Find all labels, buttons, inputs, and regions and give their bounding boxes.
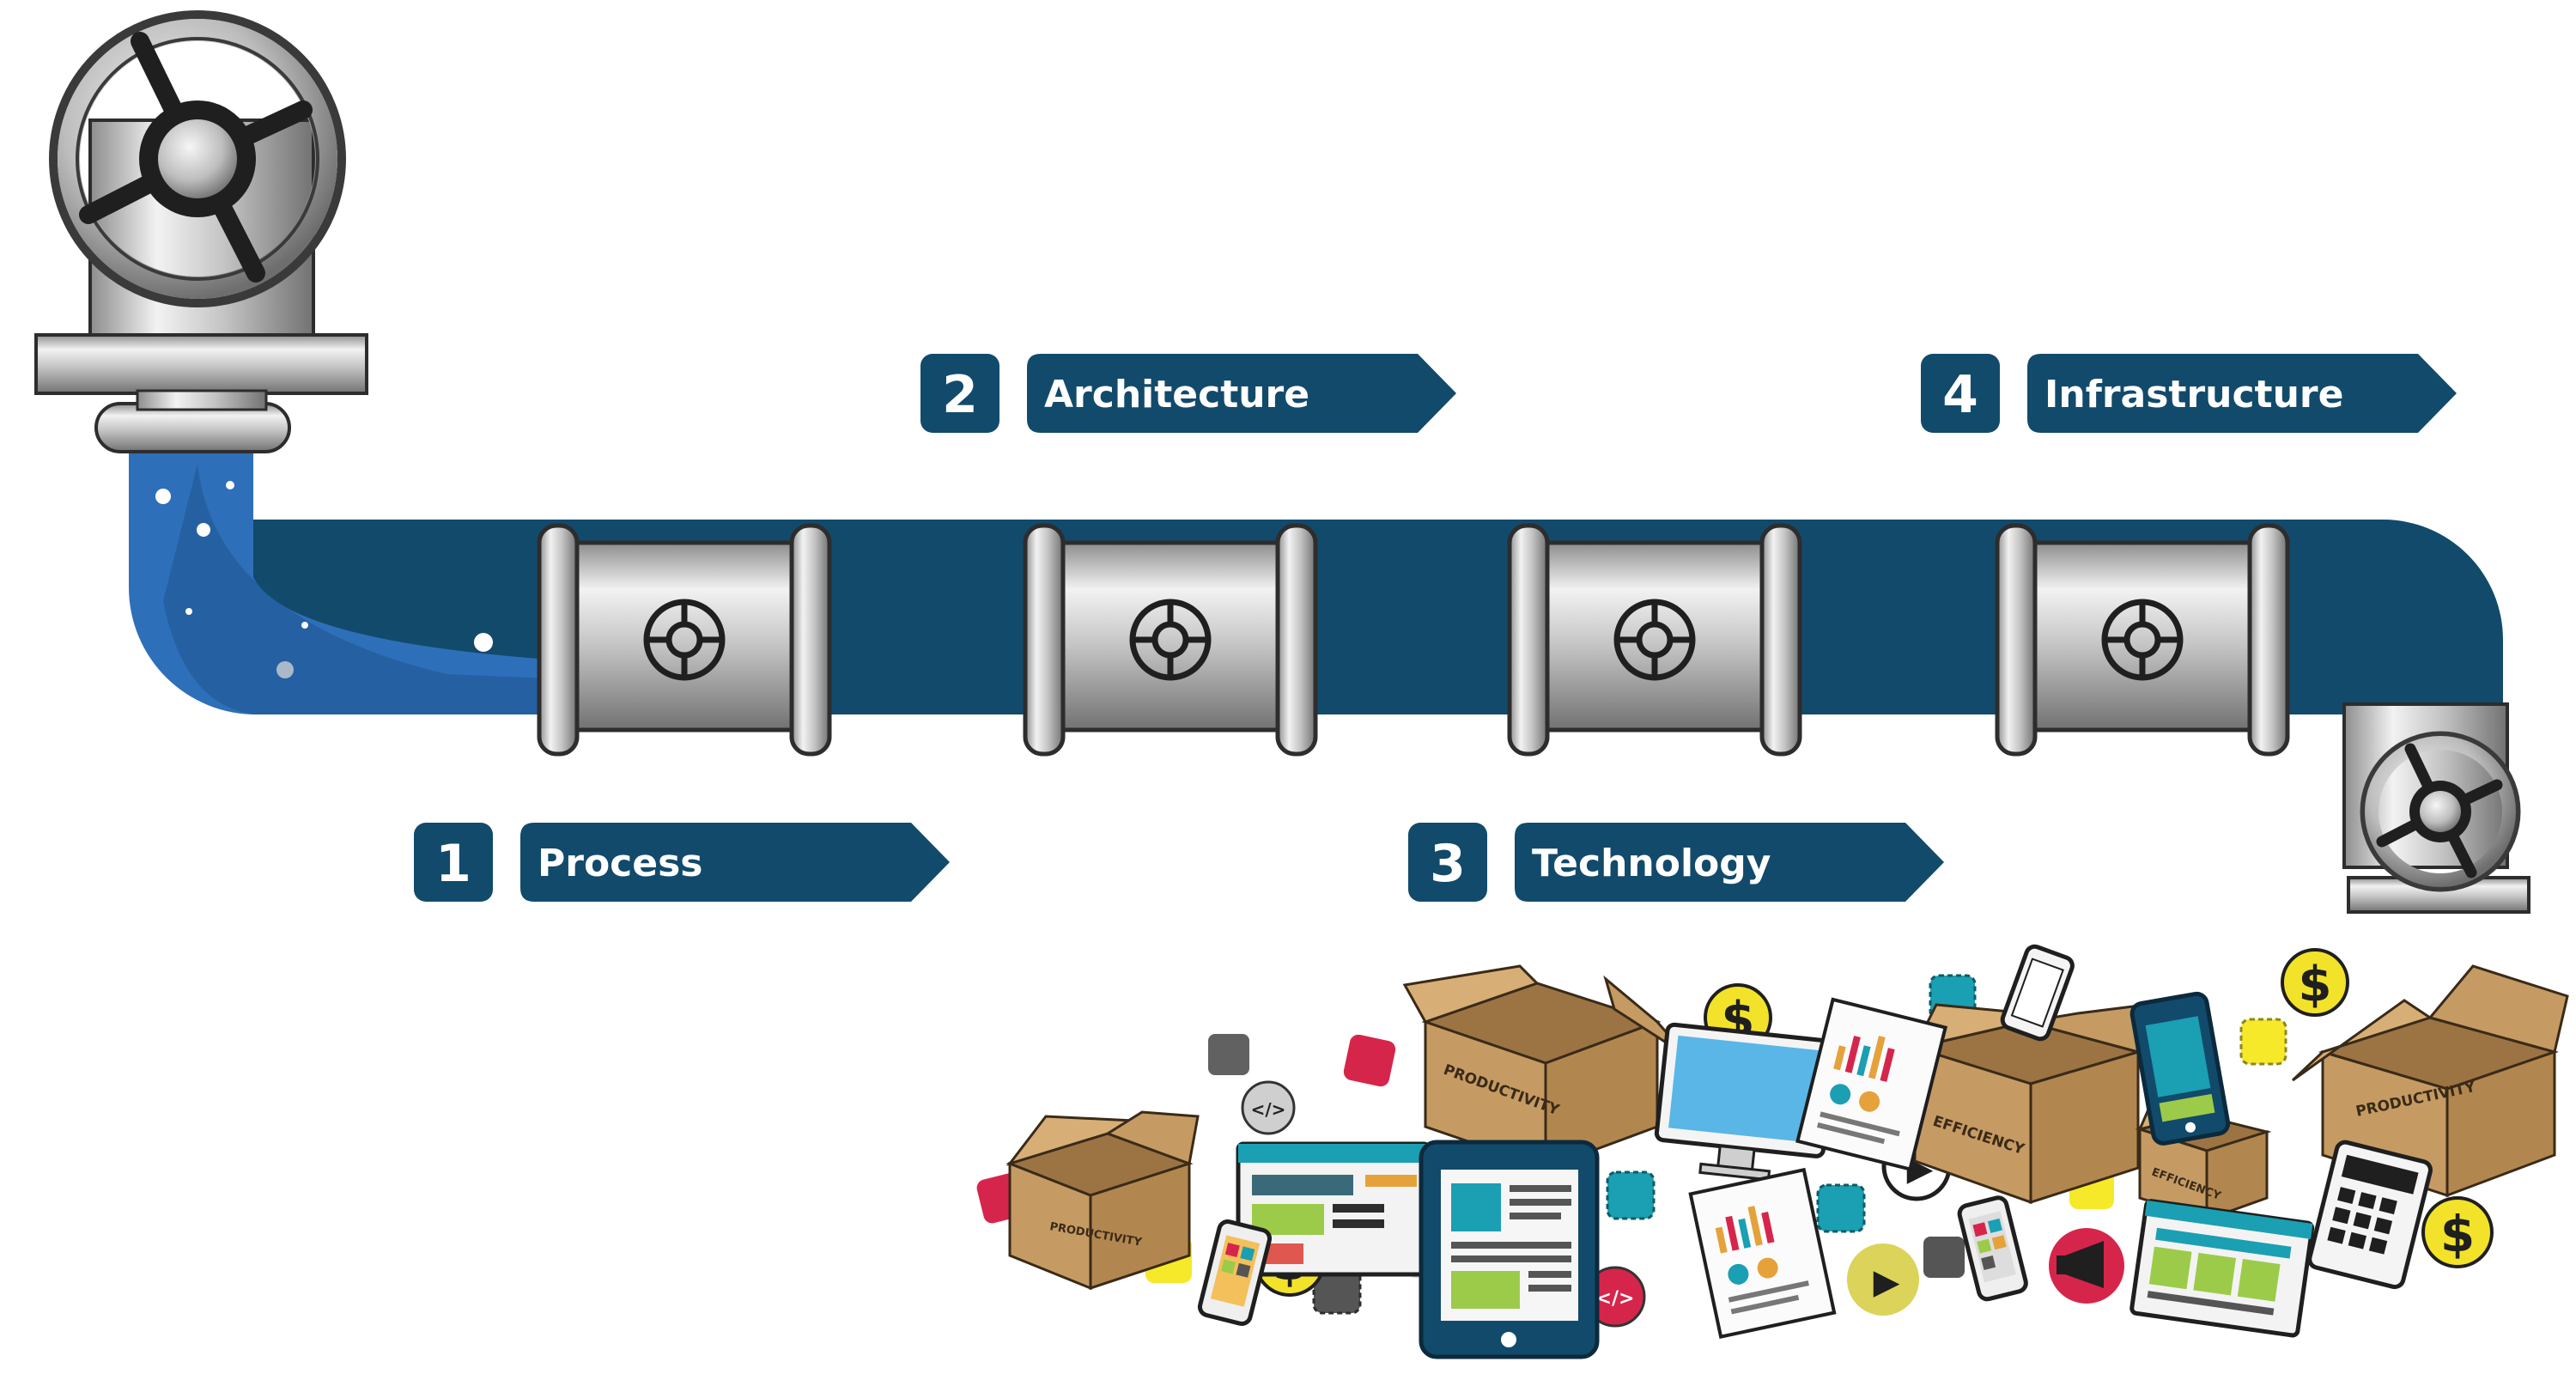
bubble xyxy=(155,489,171,504)
svg-text:</>: </> xyxy=(1251,1099,1286,1120)
teal-square-icon xyxy=(1816,1183,1866,1233)
yellow-square-icon xyxy=(2239,1018,2287,1066)
stage-label: 3 Technology xyxy=(1408,823,1944,902)
stage-arrow-banner xyxy=(1027,354,1456,433)
bubble xyxy=(276,661,294,678)
bubble xyxy=(185,608,192,615)
stage-label-text: Infrastructure xyxy=(2044,373,2343,416)
code-icon: </> xyxy=(1584,1266,1646,1328)
stage-labels: 1 Process 2 Architecture 3 Technology 4 Infrast… xyxy=(414,354,2457,902)
stage-label: 2 Architecture xyxy=(920,354,1456,433)
pipe-connector xyxy=(1023,523,1318,757)
stage-number-badge xyxy=(920,354,999,433)
gray-square-icon xyxy=(1923,1237,1965,1278)
crosshair-icon xyxy=(1613,599,1696,681)
megaphone-icon xyxy=(2049,1228,2124,1304)
bubble xyxy=(197,523,210,537)
report-document-icon xyxy=(1688,1167,1837,1340)
svg-text:</>: </> xyxy=(1596,1288,1635,1310)
stage-number: 1 xyxy=(435,834,471,894)
phone-icon xyxy=(2000,944,2075,1042)
browser-window-icon xyxy=(1236,1141,1431,1277)
crosshair-icon xyxy=(643,599,726,681)
calculator-icon xyxy=(2307,1140,2433,1290)
bubble xyxy=(474,633,493,652)
pipe-connector xyxy=(1507,523,1802,757)
crosshair-icon xyxy=(1129,599,1212,681)
phone-icon xyxy=(1957,1195,2028,1302)
monitor-icon xyxy=(1654,1022,1837,1182)
bubble xyxy=(226,481,234,489)
productivity-box: PRODUCTIVITY xyxy=(1402,964,1689,1170)
pipe-segments xyxy=(537,523,2290,757)
dollar-coin-icon: $ xyxy=(2281,948,2349,1017)
stage-number: 4 xyxy=(1942,365,1978,425)
stage-label: 4 Infrastructure xyxy=(1921,354,2457,433)
stage-label-text: Technology xyxy=(1532,842,1771,885)
stage-arrow-banner xyxy=(520,823,950,902)
svg-text:$: $ xyxy=(2299,957,2332,1012)
svg-text:▶: ▶ xyxy=(1874,1262,1900,1302)
phone-icon xyxy=(1197,1219,1273,1326)
code-icon: </> xyxy=(1241,1080,1296,1135)
stage-number: 3 xyxy=(1430,834,1466,894)
tablet-icon xyxy=(1419,1140,1600,1359)
stage-number-badge xyxy=(1408,823,1487,902)
stage-arrow-banner xyxy=(2027,354,2457,433)
red-square-icon xyxy=(1343,1034,1396,1087)
gray-square-icon xyxy=(1208,1034,1249,1075)
efficiency-box: EFFICIENCY xyxy=(1910,1003,2148,1205)
pipe-connector xyxy=(1995,523,2290,757)
crosshair-icon xyxy=(2101,599,2184,681)
pipe-connector xyxy=(537,523,832,757)
svg-text:$: $ xyxy=(2440,1205,2475,1263)
water-flow xyxy=(129,447,550,715)
stage-number-badge xyxy=(1921,354,2000,433)
icon-cluster: </> </> ▶ ▶ $ $ xyxy=(976,944,2569,1359)
bubble xyxy=(301,622,308,629)
play-icon: ▶ xyxy=(1847,1243,1919,1316)
smartphone-icon xyxy=(2129,991,2231,1146)
gray-square-icon xyxy=(1312,1265,1362,1315)
stage-label-text: Architecture xyxy=(1044,373,1309,416)
report-document-icon xyxy=(1795,997,1948,1171)
stage-number-badge xyxy=(414,823,493,902)
stage-number: 2 xyxy=(942,365,978,425)
browser-window-icon xyxy=(2129,1199,2315,1338)
stage-label-text: Process xyxy=(538,842,702,885)
inlet-valve xyxy=(34,10,368,453)
teal-square-icon xyxy=(1606,1170,1656,1220)
dollar-coin-icon: $ xyxy=(2421,1196,2494,1268)
stage-label: 1 Process xyxy=(414,823,950,902)
stage-arrow-banner xyxy=(1515,823,1944,902)
productivity-box: PRODUCTIVITY xyxy=(1005,1110,1200,1291)
outlet-valve xyxy=(2342,702,2530,914)
